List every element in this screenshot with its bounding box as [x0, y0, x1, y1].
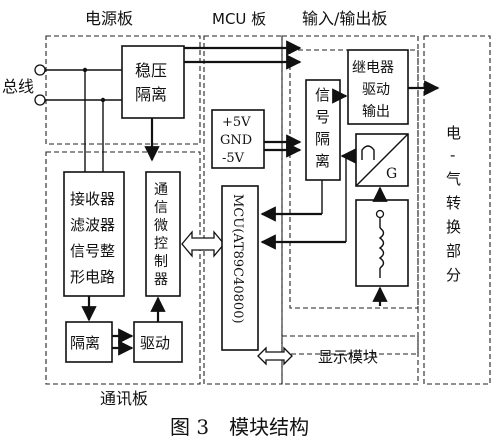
power-board-title: 电源板: [85, 9, 133, 28]
power-output-plus5v: +5V: [222, 115, 251, 130]
driver-label: 驱动: [140, 334, 170, 352]
ep-converter-panel: [423, 35, 491, 385]
bus-terminal-top: [34, 64, 46, 76]
signal-isolation-char-4: 离: [315, 152, 330, 170]
power-output-block: [211, 109, 265, 169]
comm-board-title: 通讯板: [100, 389, 148, 408]
comm-controller-block: [145, 171, 181, 297]
ep-converter-char-4: 转: [446, 194, 461, 212]
mcu-board-title: MCU 板: [212, 10, 266, 28]
sensor-coil: [378, 227, 385, 269]
comm-mcu-bidirectional-arrow: [181, 230, 225, 258]
bus-junction-1: [82, 67, 88, 73]
ep-converter-char-2: -: [450, 146, 455, 164]
ep-converter-char-6: 部: [446, 242, 461, 260]
comm-controller-char-2: 信: [154, 200, 168, 216]
mcu-board-panel: [203, 35, 283, 385]
bus-terminal-bottom: [34, 94, 46, 106]
regulator-label-2: 隔离: [135, 85, 167, 104]
power-output-minus5v: -5V: [222, 151, 245, 166]
receiver-label-4: 形电路: [70, 268, 115, 286]
mcu-label: MCU(AT89C40800): [230, 194, 245, 324]
ep-converter-char-3: 气: [446, 170, 461, 188]
receiver-label-1: 接收器: [70, 190, 115, 208]
converter-g-label: G: [386, 166, 397, 182]
mcu-display-bidirectional-arrow: [257, 346, 293, 366]
ep-converter-char-1: 电: [446, 124, 461, 142]
signal-isolation-char-2: 号: [315, 108, 330, 126]
comm-controller-char-1: 通: [154, 182, 168, 198]
signal-isolation-char-3: 隔: [315, 130, 330, 148]
receiver-label-2: 滤波器: [70, 216, 115, 234]
display-module-label: 显示模块: [318, 348, 378, 366]
regulator-label-1: 稳压: [135, 61, 167, 80]
relay-driver-block: [347, 49, 409, 125]
comm-controller-char-5: 制: [154, 254, 168, 270]
comm-controller-char-4: 控: [154, 236, 168, 252]
relay-label-1: 继电器: [352, 60, 394, 76]
ep-converter-char-7: 分: [446, 266, 461, 284]
signal-isolation-char-1: 信: [315, 86, 330, 104]
isolation-block: [65, 321, 113, 363]
regulator-isolation-block: [121, 45, 185, 119]
comm-controller-char-6: 器: [154, 272, 168, 288]
io-board-title: 输入/输出板: [302, 9, 387, 28]
ep-converter-char-5: 换: [446, 218, 461, 236]
isolation-label: 隔离: [70, 334, 100, 352]
comm-board-panel: [45, 151, 201, 385]
relay-label-2: 驱动: [362, 82, 390, 98]
relay-label-3: 输出: [362, 104, 390, 120]
io-board-panel: [281, 35, 419, 355]
power-board-panel: [45, 35, 201, 145]
bus-label: 总线: [2, 77, 34, 96]
power-output-gnd: GND: [220, 133, 252, 148]
mcu-block: [221, 185, 259, 351]
receiver-label-3: 信号整: [70, 242, 115, 260]
converter-cap-symbol: [361, 145, 375, 160]
figure-caption: 图 3 模块结构: [170, 415, 309, 439]
comm-controller-char-3: 微: [154, 218, 168, 234]
receiver-filter-block: [63, 171, 125, 297]
bus-junction-2: [100, 97, 106, 103]
converter-diagonal: [355, 133, 409, 187]
sensor-dot: [375, 209, 385, 219]
